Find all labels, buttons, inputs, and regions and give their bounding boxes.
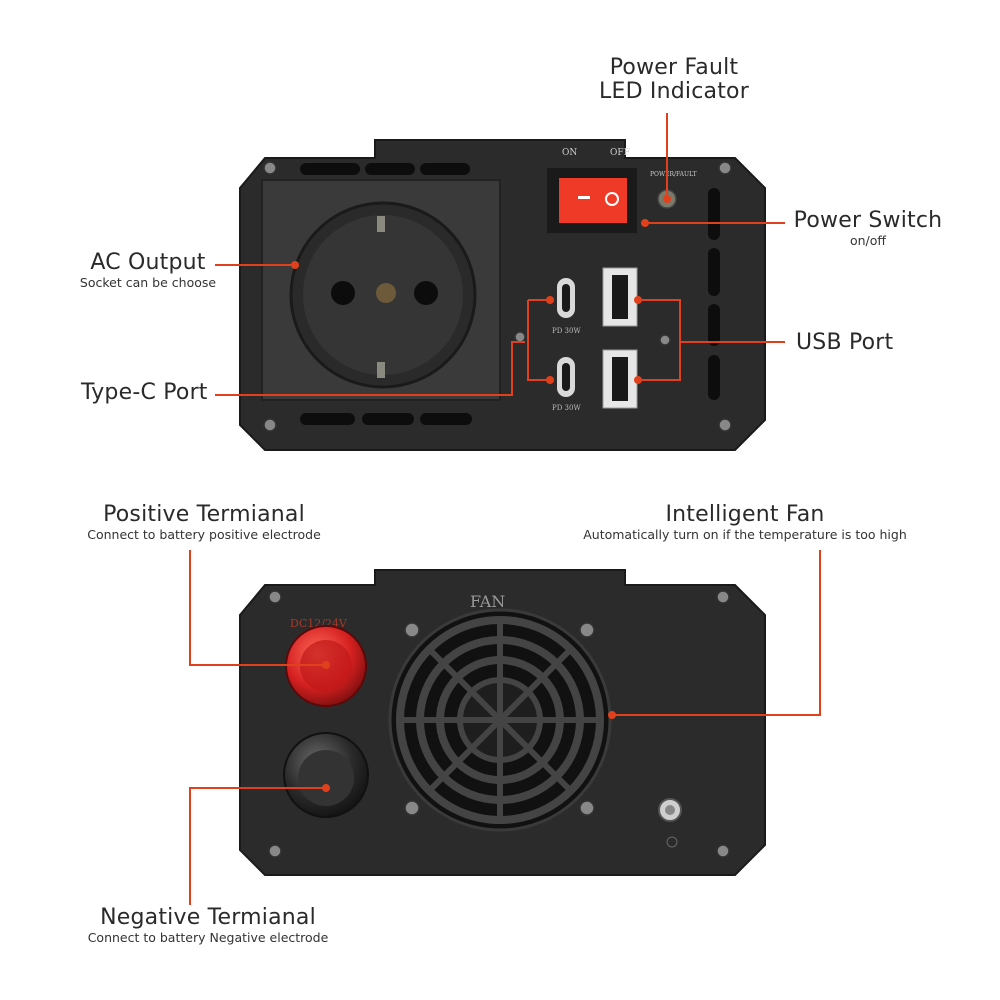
label-power-fault: Power Fault LED Indicator bbox=[599, 56, 749, 104]
callout-dots bbox=[291, 195, 671, 792]
power-fault-line2: LED Indicator bbox=[599, 79, 749, 104]
power-switch-title: Power Switch bbox=[793, 208, 943, 233]
type-c-port-title: Type-C Port bbox=[81, 380, 208, 405]
fan bbox=[388, 608, 612, 832]
callout-type-c-branch bbox=[527, 300, 550, 381]
front-panel: ON OFF POWER/FAULT PD 30W PD 30W bbox=[239, 139, 766, 451]
callout-usb-bracket bbox=[638, 299, 681, 381]
negative-terminal-title: Negative Termianal bbox=[100, 905, 316, 930]
label-type-c-port: Type-C Port bbox=[81, 381, 208, 405]
negative-terminal-sub: Connect to battery Negative electrode bbox=[87, 930, 329, 945]
positive-terminal-sub: Connect to battery positive electrode bbox=[87, 527, 321, 542]
negative-terminal bbox=[283, 732, 369, 818]
back-panel: FAN DC12/24V bbox=[239, 569, 766, 876]
label-ac-output: AC Output Socket can be choose bbox=[80, 251, 216, 291]
usb-port-bottom bbox=[602, 349, 638, 409]
power-switch[interactable] bbox=[547, 168, 637, 233]
label-intelligent-fan: Intelligent Fan Automatically turn on if… bbox=[583, 503, 907, 543]
callout-type-c bbox=[215, 341, 525, 396]
label-positive-terminal: Positive Termianal Connect to battery po… bbox=[87, 503, 321, 543]
ac-output-title: AC Output bbox=[90, 250, 206, 275]
ac-output-sub: Socket can be choose bbox=[79, 275, 217, 290]
ac-outlet bbox=[261, 179, 501, 401]
vents-top bbox=[300, 163, 470, 175]
label-usb-port: USB Port bbox=[796, 331, 893, 355]
usb-port-title: USB Port bbox=[796, 330, 894, 355]
callouts bbox=[189, 113, 821, 905]
callout-positive bbox=[189, 550, 326, 666]
callout-negative bbox=[189, 787, 326, 905]
switch-on-text: ON bbox=[562, 148, 577, 158]
type-c-port-bottom bbox=[557, 357, 575, 397]
usb-port-top bbox=[602, 267, 638, 327]
pd-top-text: PD 30W bbox=[552, 327, 581, 335]
type-c-port-top bbox=[557, 278, 575, 318]
front-screws bbox=[263, 161, 732, 432]
power-fault-text: POWER/FAULT bbox=[650, 171, 697, 178]
intelligent-fan-sub: Automatically turn on if the temperature… bbox=[583, 527, 907, 542]
vents-right bbox=[708, 188, 720, 400]
intelligent-fan-title: Intelligent Fan bbox=[665, 502, 825, 527]
callout-fan bbox=[612, 550, 821, 716]
vents-bottom bbox=[300, 413, 472, 425]
power-fault-line1: Power Fault bbox=[609, 55, 739, 80]
label-negative-terminal: Negative Termianal Connect to battery Ne… bbox=[88, 906, 329, 946]
positive-terminal-title: Positive Termianal bbox=[103, 502, 305, 527]
back-screws bbox=[268, 590, 730, 858]
label-power-switch: Power Switch on/off bbox=[794, 209, 943, 249]
ground-screw bbox=[658, 798, 682, 848]
pd-bottom-text: PD 30W bbox=[552, 404, 581, 412]
switch-off-text: OFF bbox=[610, 148, 630, 158]
power-switch-sub: on/off bbox=[849, 233, 887, 248]
fan-text: FAN bbox=[470, 592, 505, 611]
